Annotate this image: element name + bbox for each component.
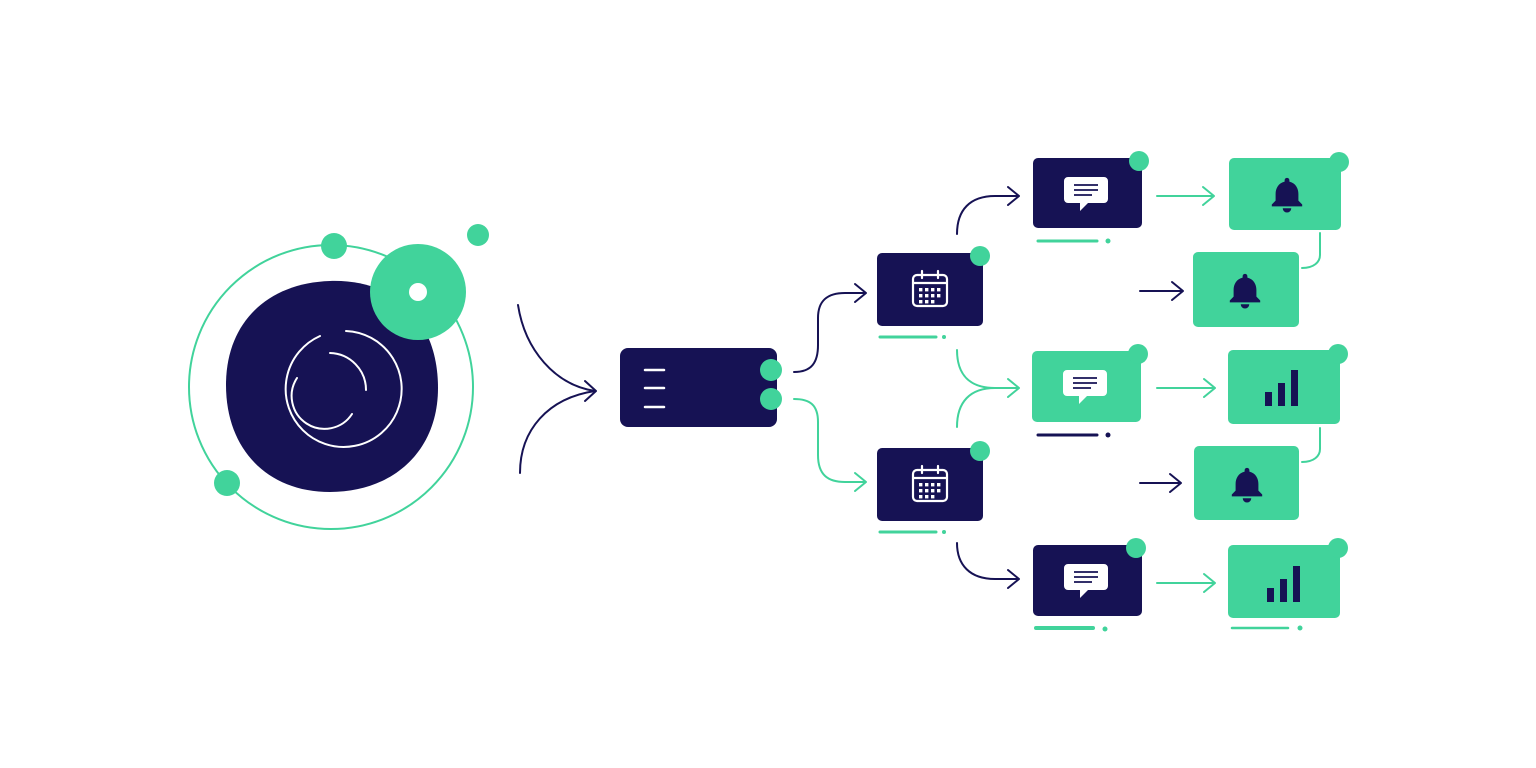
connector-message-output-1 xyxy=(1156,186,1215,206)
output-node-1 xyxy=(1229,152,1349,230)
scheduler-card xyxy=(877,253,983,326)
hub-port-top xyxy=(760,359,782,381)
caption-dot xyxy=(1297,625,1303,631)
status-dot xyxy=(970,441,990,461)
output-node-4 xyxy=(1194,446,1299,520)
floating-dot xyxy=(467,224,489,246)
caption-dot xyxy=(1105,432,1111,438)
hub-card xyxy=(620,348,777,427)
output-node-5 xyxy=(1228,538,1348,631)
message-node-1 xyxy=(1033,151,1149,244)
connector-message-output-5 xyxy=(1156,573,1216,593)
connector-source-hub xyxy=(517,304,597,474)
connector-scheduler-message-2 xyxy=(956,349,1020,428)
status-dot xyxy=(1126,538,1146,558)
status-dot xyxy=(1128,344,1148,364)
message-node-2 xyxy=(1032,344,1148,438)
scheduler-card xyxy=(877,448,983,521)
status-dot xyxy=(1328,538,1348,558)
connector-to-output-2 xyxy=(1139,281,1184,301)
source-orb xyxy=(226,280,438,492)
spiral-orb-icon xyxy=(284,330,403,448)
source-node xyxy=(188,224,489,530)
orbit-dot-top xyxy=(321,233,347,259)
status-dot xyxy=(1129,151,1149,171)
hub-port-bottom xyxy=(760,388,782,410)
caption-dot xyxy=(942,530,946,534)
connector-output-3-output-4 xyxy=(1301,427,1321,463)
hub-node xyxy=(620,348,782,427)
connector-hub-scheduler-top xyxy=(793,283,867,373)
connector-scheduler-message-3 xyxy=(956,542,1020,589)
caption-dot xyxy=(1105,238,1111,244)
connector-message-output-3 xyxy=(1156,378,1216,398)
output-node-3 xyxy=(1228,344,1348,424)
message-node-3 xyxy=(1033,538,1146,632)
scheduler-node-bottom xyxy=(877,441,990,534)
connector-scheduler-message-1 xyxy=(956,186,1020,235)
status-dot xyxy=(1328,344,1348,364)
output-node-2 xyxy=(1193,252,1299,327)
caption-dot xyxy=(942,335,946,339)
connector-hub-scheduler-bottom xyxy=(793,398,867,492)
status-dot xyxy=(1329,152,1349,172)
connector-output-1-output-2 xyxy=(1301,232,1321,269)
orbit-dot-left xyxy=(214,470,240,496)
caption-dot xyxy=(1102,626,1108,632)
connector-to-output-4 xyxy=(1139,473,1182,493)
arrow-head xyxy=(584,380,597,402)
scheduler-node-top xyxy=(877,246,990,339)
menu-lines-icon xyxy=(643,368,666,409)
status-dot xyxy=(970,246,990,266)
satellite-center-dot xyxy=(409,283,427,301)
